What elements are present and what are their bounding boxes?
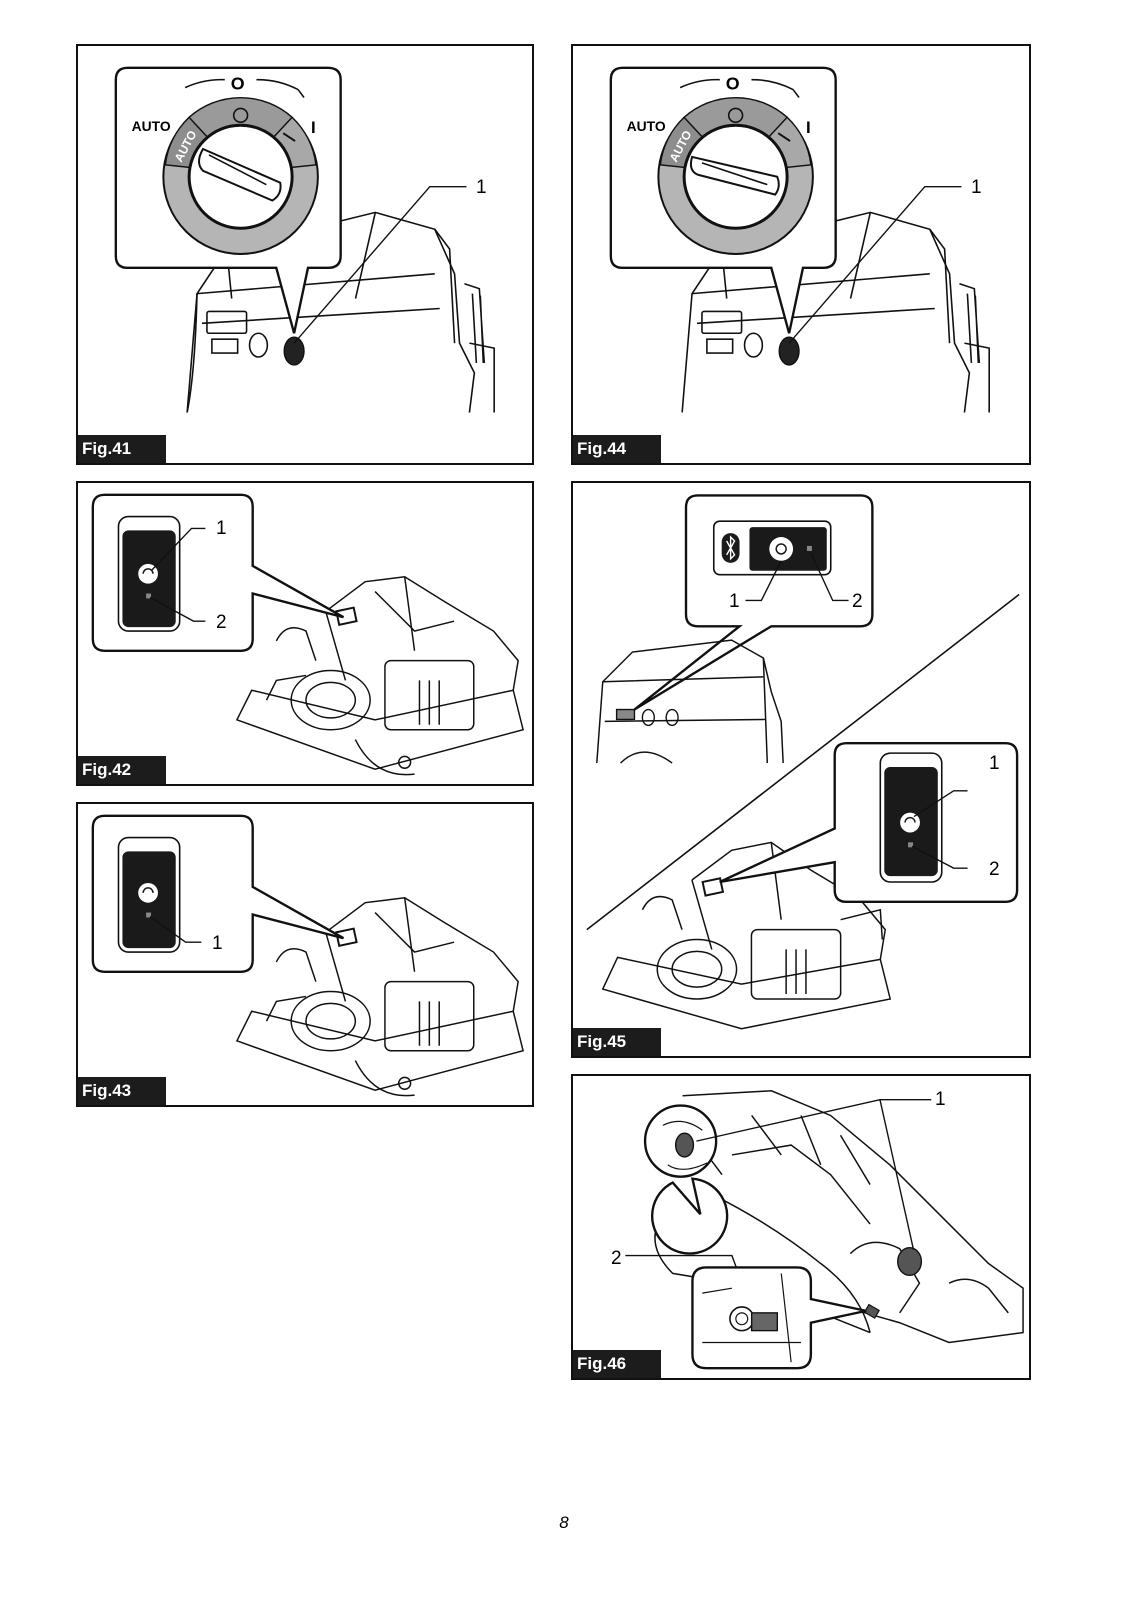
fig42-illustration [91,493,524,776]
fig46-illustration [625,1090,1024,1370]
fig46-bevel-lever-right-icon [897,1247,923,1277]
fig44-small-knob-icon [743,332,764,358]
fig44-auto-outer-label: AUTO [627,118,666,134]
fig44-illustration: O I AUTO AUTO [609,66,990,413]
fig43-label: Fig.43 [78,1077,166,1105]
fig45-callout-1-top: 1 [729,591,740,612]
figure-44: O I AUTO AUTO 1 Fig.44 [571,44,1031,465]
fig44-callout-1: 1 [971,177,982,198]
figure-43: 1 Fig.43 [76,802,534,1107]
fig43-illustration [91,814,524,1097]
fig45-callout-1-bottom: 1 [989,753,1000,774]
figure-46: 1 2 Fig.46 [571,1074,1031,1380]
fig46-label: Fig.46 [573,1350,661,1378]
fig43-wireless-button-icon [138,882,158,903]
fig45-bottom-wireless-button-icon [900,812,920,833]
fig44-off-mark: O [726,74,740,94]
fig44-mode-dial-icon [778,336,800,366]
fig43-callout-1: 1 [212,933,223,954]
fig46-zoom-bubble-bottom [691,1266,867,1370]
fig42-lamp-icon [146,593,152,599]
figure-42: 1 2 Fig.42 [76,481,534,786]
fig41-off-mark: O [231,74,245,94]
fig45-top-wireless-button-icon [769,537,794,561]
fig45-illustration [586,494,1020,1030]
fig43-lamp-icon [146,912,152,918]
fig42-callout-1: 1 [216,518,227,539]
fig42-callout-2: 2 [216,612,227,633]
fig41-label: Fig.41 [78,435,166,463]
fig46-callout-1: 1 [935,1089,946,1110]
fig41-illustration: O I AUTO AUTO [114,66,495,413]
fig44-on-mark: I [806,118,811,137]
fig46-callout-2: 2 [611,1248,622,1269]
fig41-mode-dial-icon [283,336,305,366]
fig45-label: Fig.45 [573,1028,661,1056]
fig42-label: Fig.42 [78,756,166,784]
fig41-small-knob-icon [248,332,269,358]
fig41-on-mark: I [311,118,316,137]
page-number: 8 [559,1513,569,1532]
fig45-switch-panel-icon [701,877,725,897]
fig46-zoomed-stopper-icon [750,1312,779,1332]
fig45-bottom-lamp-icon [908,842,914,848]
fig41-auto-outer-label: AUTO [132,118,171,134]
figure-41: O I AUTO AUTO 1 Fig.41 [76,44,534,465]
fig45-callout-2-bottom: 2 [989,859,1000,880]
fig43-switch-panel-icon [335,927,358,948]
figure-45: 1 2 1 2 Fig.45 [571,481,1031,1058]
fig45-callout-2-top: 2 [852,591,863,612]
fig44-label: Fig.44 [573,435,661,463]
fig42-switch-panel-icon [335,606,358,627]
fig46-stopper-icon [863,1303,880,1319]
fig46-zoomed-lever-icon [674,1132,695,1158]
fig45-top-lamp-icon [806,545,812,551]
fig41-callout-1: 1 [476,177,487,198]
